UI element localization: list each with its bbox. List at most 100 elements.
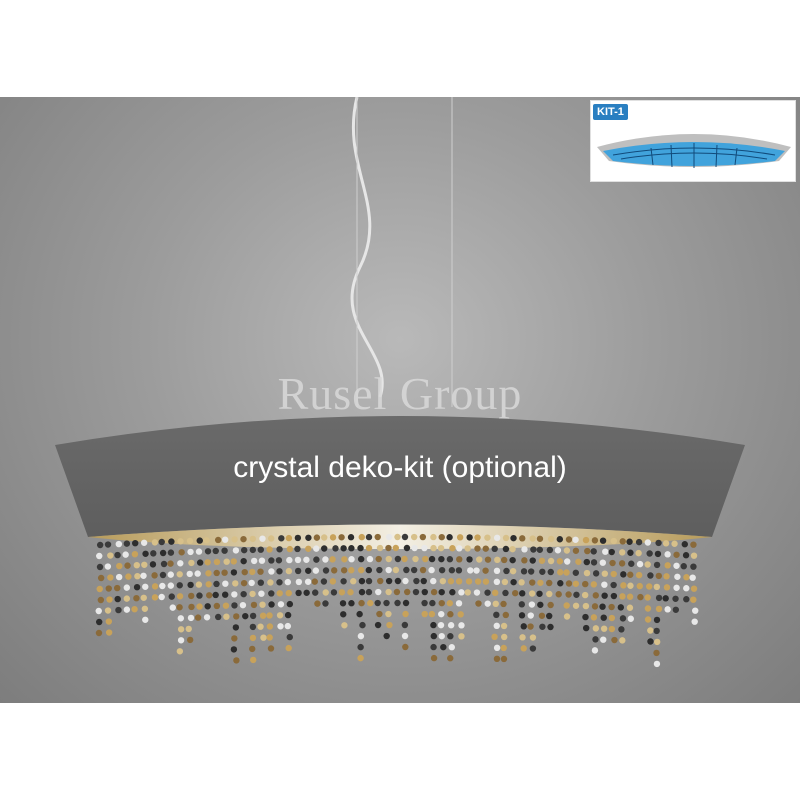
- crystal-bead: [529, 579, 536, 586]
- crystal-bead: [96, 541, 104, 549]
- crystal-bead: [572, 602, 580, 609]
- crystal-bead: [230, 558, 237, 565]
- crystal-bead: [466, 556, 473, 563]
- crystal-bead: [690, 541, 697, 548]
- crystal-bead: [681, 541, 688, 548]
- crystal-bead: [493, 611, 500, 619]
- crystal-bead: [620, 571, 627, 578]
- crystal-bead: [97, 596, 105, 604]
- crystal-bead: [385, 555, 392, 563]
- crystal-bead: [133, 561, 140, 569]
- crystal-bead: [627, 615, 634, 622]
- crystal-bead: [196, 559, 204, 566]
- crystal-bead: [438, 533, 445, 541]
- crystal-bead: [187, 614, 195, 622]
- crystal-bead: [295, 589, 302, 597]
- crystal-bead: [644, 605, 652, 612]
- crystal-bead: [231, 591, 238, 598]
- crystal-bead: [394, 577, 402, 585]
- crystal-bead: [458, 633, 465, 640]
- crystal-bead: [240, 579, 248, 587]
- crystal-bead: [322, 589, 329, 596]
- crystal-bead: [123, 595, 131, 602]
- crystal-bead: [357, 654, 364, 662]
- crystal-bead: [647, 627, 654, 634]
- crystal-bead: [509, 556, 516, 564]
- crystal-bead: [104, 541, 112, 548]
- crystal-bead: [115, 540, 123, 548]
- crystal-bead: [501, 633, 508, 641]
- crystal-bead: [538, 612, 546, 619]
- crystal-bead: [547, 623, 554, 631]
- crystal-bead: [619, 549, 626, 556]
- crystal-bead: [313, 545, 320, 552]
- crystal-bead: [357, 632, 365, 640]
- crystal-bead: [537, 579, 544, 586]
- crystal-bead: [204, 559, 211, 566]
- crystal-bead: [205, 570, 212, 577]
- crystal-bead: [500, 655, 508, 663]
- crystal-bead: [367, 599, 374, 607]
- crystal-bead: [268, 590, 275, 597]
- crystal-bead: [332, 545, 339, 552]
- crystal-bead: [476, 556, 483, 563]
- crystal-bead: [530, 546, 537, 553]
- crystal-bead: [446, 534, 453, 541]
- crystal-bead: [582, 624, 590, 632]
- crystal-bead: [178, 549, 185, 556]
- crystal-bead: [410, 566, 418, 574]
- crystal-bead: [276, 546, 283, 553]
- crystal-bead: [374, 599, 381, 607]
- crystal-bead: [214, 536, 222, 544]
- crystal-bead: [518, 601, 526, 608]
- crystal-bead: [348, 567, 355, 574]
- crystal-bead: [249, 634, 257, 642]
- crystal-bead: [671, 540, 678, 547]
- crystal-bead: [653, 561, 661, 569]
- crystal-bead: [359, 621, 366, 629]
- crystal-bead: [428, 566, 435, 574]
- crystal-bead: [125, 573, 132, 580]
- crystal-bead: [474, 578, 482, 585]
- crystal-bead: [575, 558, 582, 565]
- crystal-bead: [547, 535, 555, 543]
- crystal-bead: [637, 593, 644, 601]
- crystal-bead: [294, 534, 302, 542]
- crystal-bead: [221, 536, 229, 543]
- crystal-bead: [582, 602, 590, 610]
- crystal-bead: [590, 581, 598, 588]
- crystal-bead: [646, 583, 653, 590]
- crystal-bead: [277, 623, 284, 630]
- crystal-bead: [95, 607, 102, 615]
- crystal-bead: [187, 548, 194, 556]
- product-photo: Rusel Group crystal deko-kit (optional): [0, 97, 800, 703]
- crystal-bead: [231, 536, 238, 543]
- crystal-bead: [176, 571, 183, 578]
- crystal-bead: [195, 548, 203, 555]
- crystal-bead: [188, 559, 195, 567]
- crystal-bead: [167, 549, 175, 556]
- crystal-bead: [260, 634, 267, 641]
- crystal-bead: [429, 599, 436, 607]
- crystal-bead: [438, 599, 445, 607]
- crystal-bead: [528, 590, 536, 597]
- crystal-bead: [672, 595, 679, 602]
- crystal-bead: [521, 557, 528, 564]
- crystal-bead: [502, 589, 509, 597]
- crystal-bead: [115, 573, 123, 581]
- crystal-bead: [213, 580, 220, 588]
- crystal-bead: [536, 590, 543, 597]
- pendant-lamp-illustration: [55, 97, 745, 668]
- crystal-bead: [602, 548, 609, 555]
- crystal-bead: [358, 588, 366, 596]
- crystal-bead: [285, 644, 292, 652]
- crystal-bead: [249, 612, 257, 620]
- crystal-bead: [213, 558, 221, 566]
- crystal-bead: [529, 535, 536, 542]
- crystal-bead: [385, 544, 392, 552]
- crystal-bead: [527, 568, 535, 575]
- crystal-bead: [401, 621, 409, 629]
- crystal-bead: [358, 533, 365, 541]
- crystal-bead: [527, 623, 534, 630]
- crystal-bead: [320, 578, 328, 585]
